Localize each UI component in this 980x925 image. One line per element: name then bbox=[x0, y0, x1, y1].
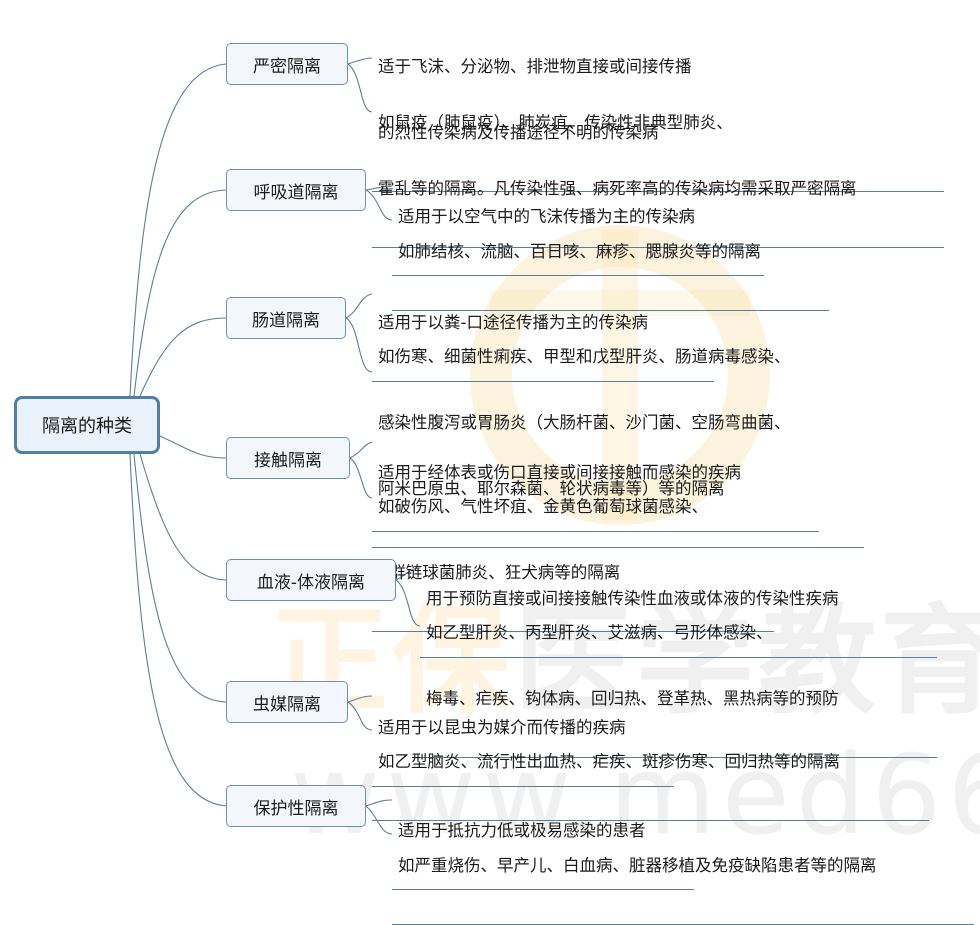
leaf-strict-scope[interactable]: 适于飞沫、分泌物、排泄物直接或间接传播 的烈性传染病及传播途径不明的传染病 bbox=[372, 12, 944, 192]
root-node[interactable]: 隔离的种类 bbox=[14, 396, 160, 454]
leaf-vector-examples[interactable]: 如乙型脑炎、流行性出血热、疟疾、斑疹伤寒、回归热等的隔离 bbox=[372, 707, 929, 821]
leaf-intestinal-scope[interactable]: 适用于以粪-口途径传播为主的传染病 bbox=[372, 268, 714, 382]
leaf-line: 适用于以空气中的飞沫传播为主的传染病 bbox=[398, 207, 695, 226]
branch-label: 接触隔离 bbox=[254, 450, 322, 471]
leaf-respiratory-scope[interactable]: 适用于以空气中的飞沫传播为主的传染病 bbox=[392, 162, 764, 276]
leaf-strict-examples[interactable]: 如鼠疫（肺鼠疫）、肺炭疽、传染性非典型肺炎、 霍乱等的隔离。凡传染性强、病死率高… bbox=[372, 68, 944, 248]
leaf-contact-examples[interactable]: 如破伤风、气性坏疽、金黄色葡萄球菌感染、 A群链球菌肺炎、狂犬病等的隔离 bbox=[372, 452, 774, 632]
leaf-line: 适用于以昆虫为媒介而传播的疾病 bbox=[378, 718, 626, 737]
leaf-line: 霍乱等的隔离。凡传染性强、病死率高的传染病均需采取严密隔离 bbox=[378, 179, 857, 198]
branch-label: 呼吸道隔离 bbox=[253, 182, 339, 203]
mind-map-canvas: 正保医学教育网 www.med66.com bbox=[14, 12, 980, 925]
leaf-line: 适用于抵抗力低或极易感染的患者 bbox=[398, 821, 646, 840]
leaf-line: 如严重烧伤、早产儿、白血病、脏器移植及免疫缺陷患者等的隔离 bbox=[398, 856, 877, 875]
branch-label: 血液-体液隔离 bbox=[256, 572, 366, 593]
leaf-line: 阿米巴原虫、耶尔森菌、轮状病毒等）等的隔离 bbox=[378, 479, 725, 498]
leaf-line: 的烈性传染病及传播途径不明的传染病 bbox=[378, 123, 659, 142]
leaf-line: 梅毒、疟疾、钩体病、回归热、登革热、黑热病等的预防 bbox=[426, 689, 839, 708]
leaf-respiratory-examples[interactable]: 如肺结核、流脑、百日咳、麻疹、腮腺炎等的隔离 bbox=[392, 197, 829, 311]
leaf-line: 适于飞沫、分泌物、排泄物直接或间接传播 bbox=[378, 57, 692, 76]
branch-vector-isolation[interactable]: 虫媒隔离 bbox=[226, 681, 348, 723]
branch-strict-isolation[interactable]: 严密隔离 bbox=[226, 43, 348, 85]
leaf-line: A群链球菌肺炎、狂犬病等的隔离 bbox=[378, 563, 621, 582]
branch-intestinal-isolation[interactable]: 肠道隔离 bbox=[226, 297, 346, 339]
root-label: 隔离的种类 bbox=[42, 416, 132, 437]
branch-label: 保护性隔离 bbox=[253, 798, 339, 819]
leaf-protective-examples[interactable]: 如严重烧伤、早产儿、白血病、脏器移植及免疫缺陷患者等的隔离 bbox=[392, 811, 974, 925]
branch-label: 严密隔离 bbox=[253, 56, 321, 77]
leaf-line: 如破伤风、气性坏疽、金黄色葡萄球菌感染、 bbox=[378, 497, 708, 516]
leaf-contact-scope[interactable]: 适用于经体表或伤口直接或间接接触而感染的疾病 bbox=[372, 418, 819, 532]
branch-blood-fluid-isolation[interactable]: 血液-体液隔离 bbox=[226, 559, 396, 601]
branch-respiratory-isolation[interactable]: 呼吸道隔离 bbox=[226, 169, 366, 211]
leaf-line: 如乙型脑炎、流行性出血热、疟疾、斑疹伤寒、回归热等的隔离 bbox=[378, 752, 840, 771]
leaf-intestinal-examples[interactable]: 如伤寒、细菌性痢疾、甲型和戊型肝炎、肠道病毒感染、 感染性腹泻或胃肠炎（大肠杆菌… bbox=[372, 302, 864, 548]
branch-label: 虫媒隔离 bbox=[253, 694, 321, 715]
leaf-line: 用于预防直接或间接接触传染性血液或体液的传染性疾病 bbox=[426, 589, 839, 608]
leaf-vector-scope[interactable]: 适用于以昆虫为媒介而传播的疾病 bbox=[372, 673, 674, 787]
branch-label: 肠道隔离 bbox=[252, 310, 320, 331]
branch-protective-isolation[interactable]: 保护性隔离 bbox=[226, 785, 366, 827]
leaf-line: 如伤寒、细菌性痢疾、甲型和戊型肝炎、肠道病毒感染、 bbox=[378, 347, 791, 366]
leaf-blood-fluid-scope[interactable]: 用于预防直接或间接接触传染性血液或体液的传染性疾病 bbox=[420, 544, 937, 658]
leaf-blood-fluid-examples[interactable]: 如乙型肝炎、丙型肝炎、艾滋病、弓形体感染、 梅毒、疟疾、钩体病、回归热、登革热、… bbox=[420, 578, 937, 758]
branch-contact-isolation[interactable]: 接触隔离 bbox=[226, 437, 350, 479]
leaf-line: 适用于经体表或伤口直接或间接接触而感染的疾病 bbox=[378, 463, 741, 482]
leaf-line: 如乙型肝炎、丙型肝炎、艾滋病、弓形体感染、 bbox=[426, 623, 773, 642]
leaf-line: 感染性腹泻或胃肠炎（大肠杆菌、沙门菌、空肠弯曲菌、 bbox=[378, 413, 791, 432]
connector-lines bbox=[129, 57, 421, 835]
leaf-line: 如鼠疫（肺鼠疫）、肺炭疽、传染性非典型肺炎、 bbox=[378, 113, 733, 132]
leaf-line: 适用于以粪-口途径传播为主的传染病 bbox=[378, 313, 648, 332]
leaf-line: 如肺结核、流脑、百日咳、麻疹、腮腺炎等的隔离 bbox=[398, 242, 761, 261]
